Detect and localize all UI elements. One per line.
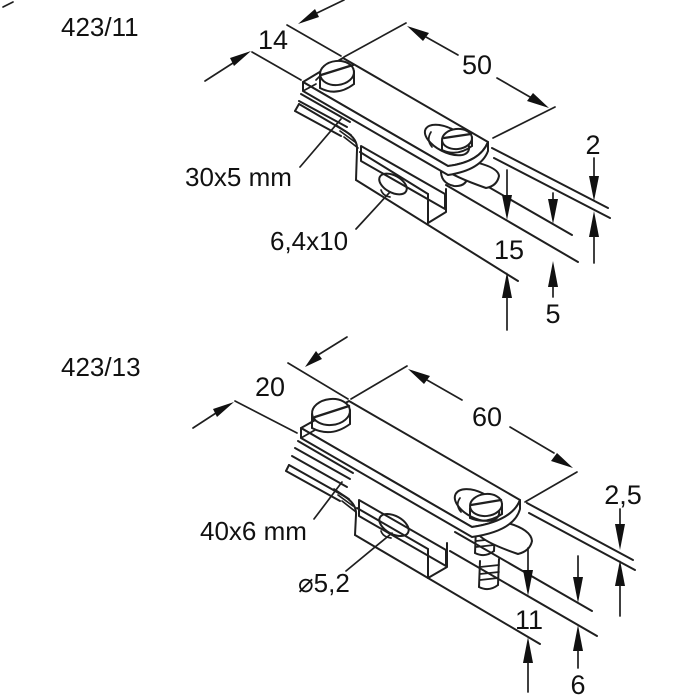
leader-material bbox=[313, 481, 343, 520]
bar-bottom-line bbox=[445, 184, 579, 263]
threaded-stud-lower bbox=[478, 558, 500, 591]
dim-thickness-value: 2,5 bbox=[604, 480, 642, 510]
dim-standoff-value: 15 bbox=[494, 235, 524, 265]
bracket-423-13 bbox=[285, 464, 541, 645]
bar-edge-line bbox=[297, 440, 354, 474]
dim-width-value: 20 bbox=[255, 372, 285, 402]
front-screw-423-11 bbox=[315, 59, 355, 93]
front-screw-423-13 bbox=[310, 397, 351, 434]
wall-reference-line bbox=[354, 534, 541, 645]
bar-edge-line bbox=[298, 100, 348, 128]
plate-top-surface-line bbox=[526, 502, 634, 561]
bend-contour-line bbox=[337, 494, 354, 507]
figure-423-11: 14 50 2 15 bbox=[61, 0, 611, 331]
dimension-bar-thickness: 5 bbox=[545, 192, 561, 329]
wall-reference-line bbox=[355, 179, 519, 282]
material-label: 30x5 mm bbox=[185, 162, 292, 192]
material-label: 40x6 mm bbox=[200, 516, 307, 546]
dimension-length: 50 bbox=[343, 22, 556, 139]
dim-standoff-value: 11 bbox=[515, 605, 543, 635]
leader-hole bbox=[355, 191, 391, 230]
leader-material bbox=[299, 118, 342, 168]
bend-contour-line bbox=[341, 500, 357, 513]
edge-mark bbox=[2, 1, 14, 8]
dimension-standoff: 11 bbox=[515, 547, 543, 693]
rear-screw-423-13 bbox=[453, 488, 503, 522]
dim-width-value: 14 bbox=[258, 25, 288, 55]
dim-thickness-value: 2 bbox=[585, 130, 600, 160]
dim-length-value: 60 bbox=[472, 402, 502, 432]
dimension-plate-thickness: 2 bbox=[585, 130, 601, 264]
dimension-length: 60 bbox=[350, 365, 578, 503]
oblong-hole-6-4x10 bbox=[378, 172, 408, 196]
dimension-width: 20 bbox=[192, 336, 349, 434]
rear-screw-423-11 bbox=[423, 123, 473, 157]
part-number: 423/13 bbox=[61, 352, 141, 382]
screw-slot bbox=[469, 498, 503, 507]
plate-bottom-surface-line bbox=[493, 157, 611, 219]
hole-label: ⌀5,2 bbox=[298, 568, 350, 598]
plate-bottom-surface-line bbox=[528, 512, 636, 571]
hole-label: 6,4x10 bbox=[270, 226, 348, 256]
leader-hole bbox=[345, 532, 393, 572]
dimension-width: 14 bbox=[204, 0, 345, 82]
bar-edge-line bbox=[294, 447, 351, 480]
bar-bottom-line bbox=[449, 550, 598, 637]
bracket-right-leg bbox=[427, 188, 447, 224]
screw-slot bbox=[313, 404, 351, 419]
screw-slot bbox=[319, 63, 355, 77]
dimension-standoff: 15 bbox=[494, 169, 524, 331]
round-hole-5-2 bbox=[378, 512, 410, 538]
bracket-right-leg bbox=[427, 542, 448, 579]
bend-contour-line bbox=[335, 124, 352, 136]
dimension-plate-thickness: 2,5 bbox=[604, 480, 642, 617]
bar-edge-line bbox=[291, 455, 348, 488]
bar-edge-line bbox=[300, 93, 351, 123]
dim-bar-thickness-value: 6 bbox=[570, 670, 585, 700]
dimension-bar-thickness: 6 bbox=[570, 555, 586, 700]
screw-slot bbox=[442, 132, 473, 140]
figure-423-13: 20 60 2,5 11 bbox=[61, 336, 642, 700]
bracket-423-11 bbox=[294, 103, 519, 282]
plate-top-surface-line bbox=[491, 147, 609, 209]
dim-bar-thickness-value: 5 bbox=[545, 299, 560, 329]
bend-contour-line bbox=[343, 136, 359, 149]
dim-length-value: 50 bbox=[462, 50, 492, 80]
part-number: 423/11 bbox=[61, 12, 139, 42]
bend-contour-line bbox=[339, 130, 356, 143]
